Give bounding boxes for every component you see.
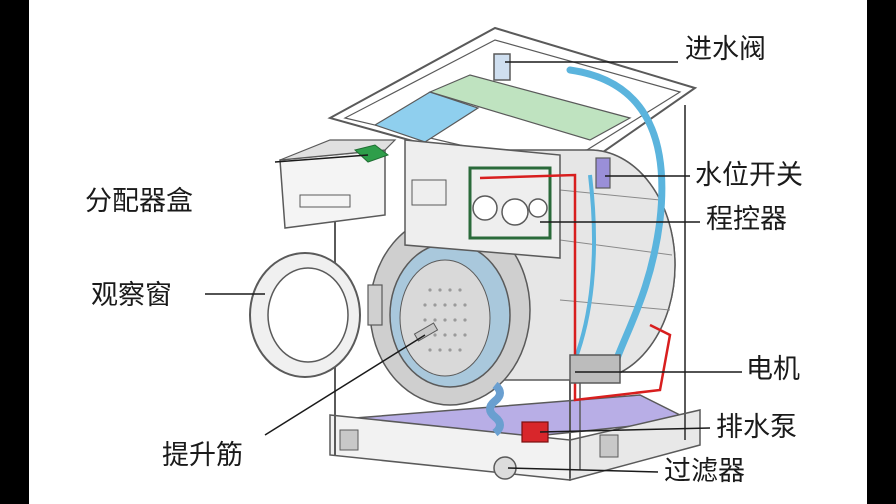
- level-pipe: [573, 174, 597, 361]
- label-programmer: 程控器: [706, 204, 787, 235]
- perforated-drum: [399, 259, 491, 377]
- foot-right: [599, 434, 619, 458]
- drum-rib-1: [559, 189, 661, 201]
- inlet-valve: [493, 53, 511, 81]
- drum-rib-3: [559, 299, 671, 311]
- detergent-tray: [373, 91, 480, 143]
- leader-dispenser: [274, 154, 369, 163]
- leader-drain-pump: [539, 427, 711, 433]
- label-window: 观察窗: [91, 280, 172, 311]
- lifter-rib: [413, 322, 439, 342]
- water-pipe: [566, 66, 666, 384]
- label-inlet-valve: 进水阀: [685, 34, 766, 65]
- door-glass: [267, 267, 349, 363]
- label-filter: 过滤器: [664, 456, 745, 487]
- level-switch: [595, 157, 611, 189]
- leader-lifter: [264, 334, 426, 436]
- washing-machine-illustration: [205, 26, 742, 481]
- knob-2: [501, 198, 529, 226]
- door-hinge: [367, 284, 383, 326]
- label-motor: 电机: [746, 354, 800, 385]
- top-panel: [428, 74, 632, 141]
- foot-left: [339, 429, 359, 451]
- leader-lines: [205, 61, 742, 473]
- leader-filter: [507, 467, 659, 473]
- label-drain-pump: 排水泵: [716, 412, 797, 443]
- dispenser-accent: [353, 144, 390, 163]
- wiring-harness: [479, 173, 672, 402]
- label-dispenser-box: 分配器盒: [85, 186, 193, 217]
- diagram-canvas: 进水阀 分配器盒 水位开关 程控器 观察窗 电机 提升筋 排水泵 过滤器: [29, 0, 867, 504]
- dispenser-slot: [299, 194, 351, 208]
- control-display: [411, 179, 447, 206]
- dispenser-top: [279, 139, 397, 161]
- drain-hose: [486, 381, 504, 437]
- programmer-box: [468, 166, 552, 240]
- label-water-level-switch: 水位开关: [695, 160, 803, 191]
- label-lifter: 提升筋: [162, 440, 243, 471]
- motor: [569, 354, 621, 384]
- drum-perforations: [423, 288, 467, 352]
- knob-3: [528, 198, 548, 218]
- knob-1: [472, 195, 498, 221]
